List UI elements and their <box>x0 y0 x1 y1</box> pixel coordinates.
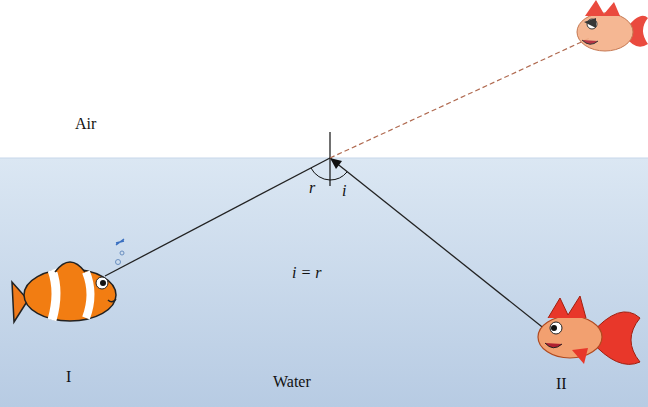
angle-arc <box>330 172 347 180</box>
incident-ray <box>330 158 546 330</box>
image-fish <box>577 0 648 51</box>
water-surface <box>0 158 648 159</box>
fish-label: I <box>66 369 71 385</box>
medium-label: Air <box>75 116 96 132</box>
angle-arc <box>311 168 330 180</box>
reflected-ray <box>105 158 330 276</box>
clownfish <box>12 239 124 322</box>
ray-arrowhead <box>330 158 342 169</box>
angle-label: r <box>309 180 315 196</box>
virtual-ray <box>330 38 590 158</box>
water-region <box>0 158 648 407</box>
equation-label: i = r <box>292 265 321 281</box>
medium-label: Water <box>273 374 311 390</box>
fish-label: II <box>556 376 567 392</box>
angle-label: i <box>342 183 346 199</box>
goldfish <box>538 296 640 364</box>
